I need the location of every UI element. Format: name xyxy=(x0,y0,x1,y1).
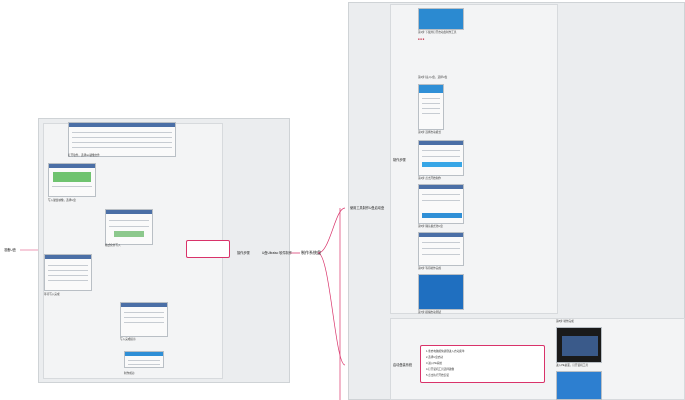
right-group-label[interactable]: 制作步骤 xyxy=(393,158,406,162)
left-thumb-6 xyxy=(124,351,164,368)
right-lower-group-label[interactable]: 启动盘装系统 xyxy=(393,363,413,367)
left-branch-label[interactable]: U盘Ultraiso 软件制作 xyxy=(262,251,292,255)
right-branch-label[interactable]: 使用工具制作U盘启动盘 xyxy=(350,206,385,210)
left-caption-4: 等待写入完成 xyxy=(44,293,60,296)
left-caption-1: 打开软件，选择iso镜像文件 xyxy=(68,154,100,157)
right-thumb-7 xyxy=(556,327,602,363)
right-lower-item-4: 4.打开装机工具选择镜像 xyxy=(426,368,455,371)
right-thumb-3 xyxy=(418,140,464,176)
left-caption-2: 写入硬盘映像，选择U盘 xyxy=(48,199,76,202)
right-caption-1-note: ■ ■ ■ xyxy=(418,38,425,41)
right-lower-item-3: 3.进入PE系统 xyxy=(426,362,442,365)
right-steps-panel xyxy=(390,4,558,314)
left-note-box xyxy=(186,240,230,258)
right-lower-item-1: 1.重启电脑按快捷键进入启动菜单 xyxy=(426,350,465,353)
right-caption-2: 第2步 插入U盘，选择U盘 xyxy=(418,76,448,79)
right-caption-8: 第8步 制作完成 xyxy=(556,320,574,323)
left-thumb-5 xyxy=(120,302,168,337)
mindmap-center-node[interactable]: 制作系统盘 xyxy=(301,250,321,255)
right-caption-3: 第3步 选择启动模式 xyxy=(418,131,441,134)
right-caption-1: 第1步 下载并打开启动盘制作工具 xyxy=(418,31,457,34)
right-thumb-4 xyxy=(418,184,464,224)
right-thumb-1 xyxy=(418,8,464,30)
right-caption-5: 第5步 确认格式化U盘 xyxy=(418,225,443,228)
right-caption-6: 第6步 等待制作完成 xyxy=(418,267,441,270)
left-thumb-2 xyxy=(48,163,96,197)
right-lower-thumb-caption: 进入PE桌面，打开装机工具 xyxy=(556,364,588,367)
left-side-label[interactable]: 准备U盘 xyxy=(4,248,16,252)
left-thumb-3 xyxy=(105,209,153,245)
right-thumb-2 xyxy=(418,84,444,130)
right-lower-note-box xyxy=(420,345,545,383)
left-caption-6: 制作成功 xyxy=(124,372,135,375)
right-caption-7: 第7步 模拟启动测试 xyxy=(418,311,441,314)
left-thumb-1 xyxy=(68,122,176,157)
right-lower-item-2: 2.选择U盘启动 xyxy=(426,356,444,359)
left-thumb-4 xyxy=(44,254,92,291)
right-thumb-6 xyxy=(418,274,464,310)
right-thumb-8 xyxy=(556,371,602,400)
right-thumb-5 xyxy=(418,232,464,266)
left-caption-3: 格式化并写入 xyxy=(105,244,121,247)
left-caption-5: 写入完成提示 xyxy=(120,338,136,341)
left-group-label[interactable]: 操作步骤 xyxy=(237,251,250,255)
right-caption-4: 第4步 点击开始制作 xyxy=(418,177,441,180)
right-lower-item-5: 5.点击执行开始安装 xyxy=(426,374,449,377)
